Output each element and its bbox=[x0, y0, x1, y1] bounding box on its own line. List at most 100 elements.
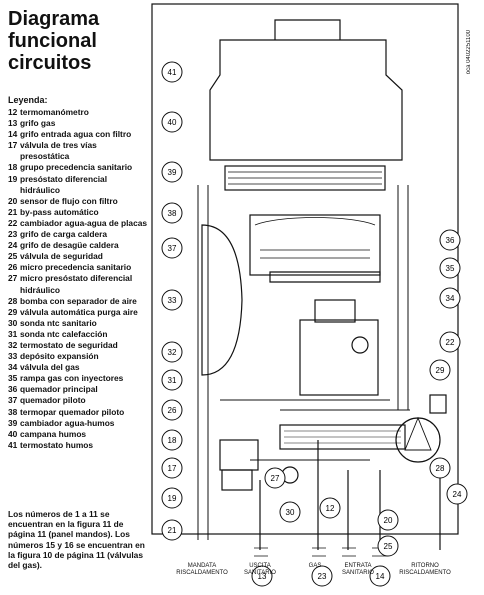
callout-27: 27 bbox=[264, 467, 286, 489]
callout-number: 17 bbox=[168, 464, 177, 473]
connection-labels: MANDATA RISCALDAMENTO USCITA SANITARIO G… bbox=[150, 563, 484, 593]
callout-number: 19 bbox=[168, 494, 177, 503]
three-way-valve bbox=[219, 439, 259, 471]
page-title: Diagrama funcional circuitos bbox=[8, 8, 100, 74]
legend-number: 27 bbox=[8, 273, 18, 284]
callout-23: 23 bbox=[311, 565, 333, 587]
callout-number: 41 bbox=[168, 68, 177, 77]
legend-heading: Leyenda: bbox=[8, 95, 48, 105]
legend-text: quemador principal bbox=[20, 384, 98, 395]
callout-number: 25 bbox=[384, 542, 393, 551]
callout-number: 33 bbox=[168, 296, 177, 305]
callout-layer: 41 40 39 38 37 33 32 31 26 18 17 19 21 30 12 13 23 14 25 20… bbox=[161, 61, 468, 587]
callout-41: 41 bbox=[161, 61, 183, 83]
label-gas: GAS bbox=[308, 563, 322, 569]
legend-number: 35 bbox=[8, 373, 18, 384]
flue-hood bbox=[209, 39, 403, 161]
legend-number: 38 bbox=[8, 406, 18, 417]
callout-number: 14 bbox=[376, 572, 385, 581]
legend-text: termostato de seguridad bbox=[20, 339, 118, 350]
legend-number: 30 bbox=[8, 317, 18, 328]
legend-text: by-pass automático bbox=[20, 206, 99, 217]
legend-text: rampa gas con inyectores bbox=[20, 373, 124, 384]
legend-number: 18 bbox=[8, 162, 18, 173]
legend-text: depósito expansión bbox=[20, 351, 99, 362]
legend-number: 39 bbox=[8, 417, 18, 428]
legend-number: 24 bbox=[8, 240, 18, 251]
callout-20: 20 bbox=[377, 509, 399, 531]
label-ritorno: RITORNO RISCALDAMENTO bbox=[399, 563, 451, 576]
callout-number: 20 bbox=[384, 516, 393, 525]
legend-text: válvula de tres vías presostática bbox=[20, 140, 97, 162]
legend-text: bomba con separador de aire bbox=[20, 295, 137, 306]
footnote: Los números de 1 a 11 se encuentran en l… bbox=[8, 509, 145, 571]
callout-number: 35 bbox=[446, 264, 455, 273]
legend-text: micro precedencia sanitario bbox=[20, 262, 132, 273]
callout-37: 37 bbox=[161, 237, 183, 259]
callout-number: 36 bbox=[446, 236, 455, 245]
callout-number: 38 bbox=[168, 209, 177, 218]
callout-number: 27 bbox=[271, 474, 280, 483]
callout-number: 31 bbox=[168, 376, 177, 385]
callout-40: 40 bbox=[161, 111, 183, 133]
callout-number: 39 bbox=[168, 168, 177, 177]
label-entrata: ENTRATA SANITARIO bbox=[342, 563, 374, 576]
legend-number: 21 bbox=[8, 206, 18, 217]
callout-number: 21 bbox=[168, 526, 177, 535]
plate-exchanger bbox=[279, 424, 406, 450]
legend-text: termopar quemador piloto bbox=[20, 406, 125, 417]
callout-18: 18 bbox=[161, 429, 183, 451]
callout-35: 35 bbox=[439, 257, 461, 279]
callout-number: 26 bbox=[168, 406, 177, 415]
callout-12: 12 bbox=[319, 497, 341, 519]
legend-number: 23 bbox=[8, 229, 18, 240]
callout-number: 18 bbox=[168, 436, 177, 445]
document-code: oca 0402251100 bbox=[466, 30, 472, 75]
legend-text: termostato humos bbox=[20, 439, 94, 450]
pump bbox=[395, 417, 441, 463]
callout-number: 32 bbox=[168, 348, 177, 357]
legend-text: micro presóstato diferencial hidráulico bbox=[20, 273, 133, 295]
callout-28: 28 bbox=[429, 457, 451, 479]
legend-number: 20 bbox=[8, 195, 18, 206]
legend-number: 17 bbox=[8, 140, 18, 151]
legend-number: 29 bbox=[8, 306, 18, 317]
legend-text: grifo gas bbox=[20, 118, 56, 129]
air-purge-valve bbox=[429, 394, 447, 414]
callout-39: 39 bbox=[161, 161, 183, 183]
callout-29: 29 bbox=[429, 359, 451, 381]
legend-text: válvula automática purga aire bbox=[20, 306, 138, 317]
heat-exchanger bbox=[224, 165, 386, 191]
callout-13: 13 bbox=[251, 565, 273, 587]
callout-26: 26 bbox=[161, 399, 183, 421]
legend-number: 41 bbox=[8, 439, 18, 450]
callout-number: 40 bbox=[168, 118, 177, 127]
callout-30: 30 bbox=[279, 501, 301, 523]
callout-number: 13 bbox=[258, 572, 267, 581]
callout-33: 33 bbox=[161, 289, 183, 311]
legend-text: grupo precedencia sanitario bbox=[20, 162, 133, 173]
legend-text: sonda ntc sanitario bbox=[20, 317, 97, 328]
callout-number: 29 bbox=[436, 366, 445, 375]
legend-text: grifo entrada agua con filtro bbox=[20, 129, 132, 140]
legend-number: 14 bbox=[8, 129, 18, 140]
legend-number: 13 bbox=[8, 118, 18, 129]
